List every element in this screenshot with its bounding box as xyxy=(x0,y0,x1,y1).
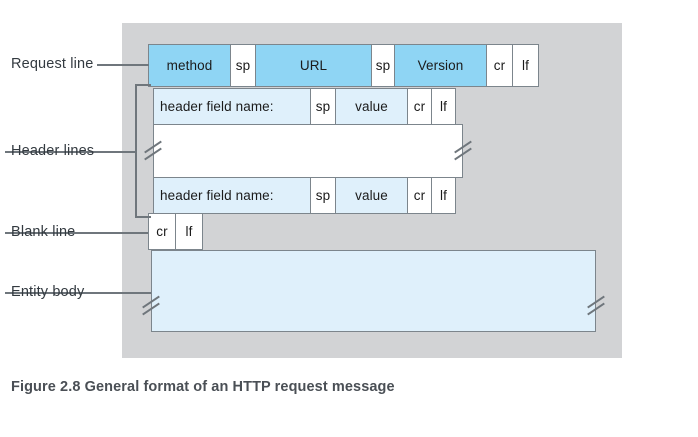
header-row-1-cell-field-name: header field name: xyxy=(153,88,311,125)
request-line-cell-sp-1: sp xyxy=(230,44,256,87)
label-request-line: Request line xyxy=(11,56,94,72)
blank-line-row: cr lf xyxy=(148,213,203,250)
label-blank-line: Blank line xyxy=(11,224,76,240)
header-row-2-cell-value: value xyxy=(335,177,408,214)
request-line-cell-version: Version xyxy=(394,44,487,87)
figure-caption: Figure 2.8 General format of an HTTP req… xyxy=(11,379,395,395)
request-line-cell-url: URL xyxy=(255,44,372,87)
request-line-row: method sp URL sp Version cr lf xyxy=(148,44,539,87)
request-line-cell-method: method xyxy=(148,44,231,87)
header-row-2-cell-field-name: header field name: xyxy=(153,177,311,214)
header-lines-continuation-gap xyxy=(153,124,463,178)
header-row-1-cell-lf: lf xyxy=(431,88,456,125)
request-line-cell-sp-2: sp xyxy=(371,44,395,87)
entity-body-box xyxy=(151,250,596,332)
header-row-1-cell-value: value xyxy=(335,88,408,125)
request-line-cell-cr: cr xyxy=(486,44,513,87)
header-line-row-1: header field name: sp value cr lf xyxy=(153,88,456,125)
header-row-2-cell-sp: sp xyxy=(310,177,336,214)
label-entity-body: Entity body xyxy=(11,284,85,300)
leader-line-entity xyxy=(5,292,151,294)
leader-line-header xyxy=(5,151,136,153)
header-row-1-cell-sp: sp xyxy=(310,88,336,125)
label-header-lines: Header lines xyxy=(11,143,95,159)
header-line-row-2: header field name: sp value cr lf xyxy=(153,177,456,214)
header-lines-bracket xyxy=(135,84,151,218)
leader-line-request xyxy=(97,64,149,66)
header-row-2-cell-lf: lf xyxy=(431,177,456,214)
request-line-cell-lf: lf xyxy=(512,44,539,87)
header-row-2-cell-cr: cr xyxy=(407,177,432,214)
blank-line-cell-cr: cr xyxy=(148,213,176,250)
blank-line-cell-lf: lf xyxy=(175,213,203,250)
leader-line-blank xyxy=(5,232,148,234)
header-row-1-cell-cr: cr xyxy=(407,88,432,125)
